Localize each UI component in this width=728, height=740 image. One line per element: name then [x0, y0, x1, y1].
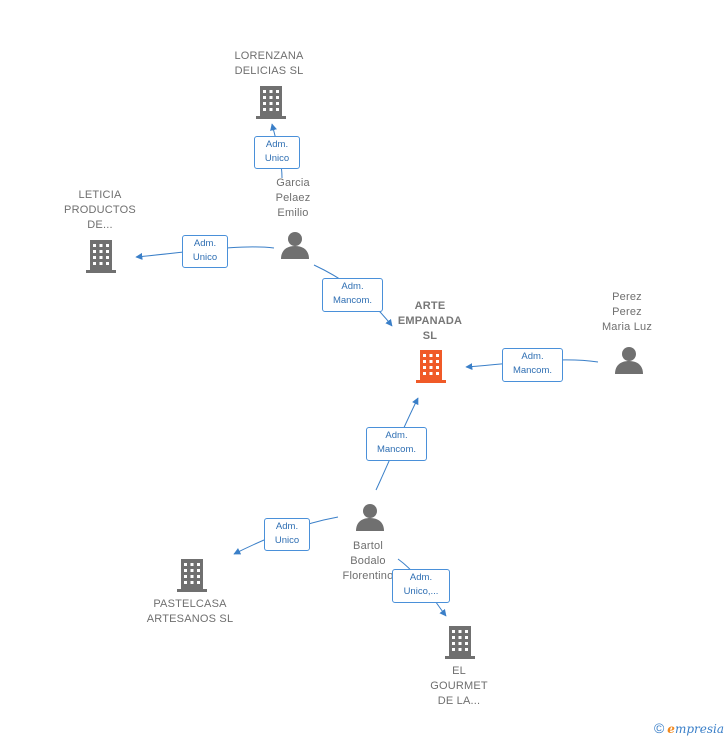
person-icon [281, 232, 309, 259]
node-label-pastelcasa[interactable]: PASTELCASA ARTESANOS SL [146, 598, 234, 625]
edge-label-bartol-arte: Adm. Mancom. [366, 427, 427, 461]
building-icon [86, 240, 116, 273]
edge-label-bartol-gourmet: Adm. Unico,... [392, 569, 450, 603]
node-label-lorenzana[interactable]: LORENZANA DELICIAS SL [234, 50, 304, 77]
brand-footer: ©empresia [654, 720, 724, 736]
brand-logo-initial: e [667, 722, 675, 736]
edge-label-garcia-leticia: Adm. Unico [182, 235, 228, 268]
node-label-leticia[interactable]: LETICIA PRODUCTOS DE... [64, 189, 136, 231]
node-label-arte[interactable]: ARTE EMPANADA SL [397, 300, 463, 342]
edge-label-garcia-lorenzana: Adm. Unico [254, 136, 300, 169]
node-label-bartol[interactable]: Bartol Bodalo Florentino [342, 540, 394, 582]
person-icon [356, 504, 384, 531]
node-label-garcia[interactable]: Garcia Pelaez Emilio [275, 177, 311, 219]
edge-label-garcia-arte: Adm. Mancom. [322, 278, 383, 312]
person-icon [615, 347, 643, 374]
building-icon [256, 86, 286, 119]
brand-logo-text: mpresia [674, 722, 724, 736]
edge-label-perez-arte: Adm. Mancom. [502, 348, 563, 382]
building-icon [177, 559, 207, 592]
main-building-icon [416, 350, 446, 383]
node-label-gourmet[interactable]: EL GOURMET DE LA... [430, 665, 488, 707]
edge-label-bartol-pastelcasa: Adm. Unico [264, 518, 310, 551]
building-icon [445, 626, 475, 659]
node-label-perez[interactable]: Perez Perez Maria Luz [601, 291, 653, 333]
copyright-icon: © [653, 720, 665, 736]
